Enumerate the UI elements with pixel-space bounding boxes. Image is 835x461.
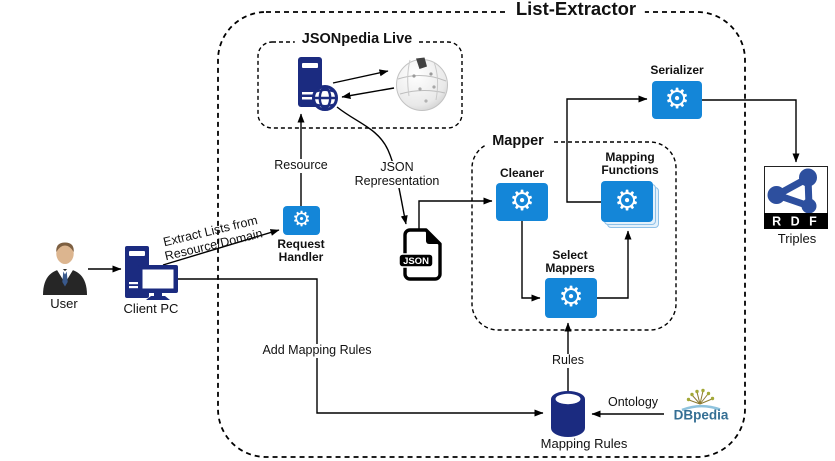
mapper-title: Mapper bbox=[485, 134, 551, 149]
user-label: User bbox=[50, 296, 78, 311]
edge-mapping-functions-to-serializer bbox=[566, 95, 648, 203]
mapping-functions-line2: Functions bbox=[601, 163, 659, 177]
user-icon bbox=[43, 242, 87, 295]
dbpedia-logo: DBpedia bbox=[674, 388, 729, 423]
list-extractor-boundary bbox=[217, 11, 746, 458]
page-title: List-Extractor bbox=[506, 0, 646, 17]
dbpedia-label: DBpedia bbox=[674, 408, 729, 423]
jsonpedia-server-icon bbox=[298, 57, 338, 111]
edge-json-to-cleaner bbox=[418, 197, 493, 231]
serializer-label: Serializer bbox=[650, 63, 704, 77]
serializer-node: ⚙ bbox=[652, 81, 702, 119]
client-pc-icon bbox=[125, 246, 178, 300]
edge-wikipedia-to-server bbox=[341, 87, 395, 99]
cleaner-node: ⚙ bbox=[496, 183, 548, 221]
mapper-boundary bbox=[471, 141, 677, 331]
json-representation-label: JSON Representation bbox=[351, 160, 443, 188]
mapping-functions-line1: Mapping bbox=[605, 150, 655, 164]
json-representation-line2: Representation bbox=[354, 173, 440, 188]
rules-label: Rules bbox=[549, 353, 587, 368]
edge-json-representation bbox=[336, 106, 408, 225]
rdf-letters: R D F bbox=[772, 215, 820, 229]
ontology-label: Ontology bbox=[607, 395, 659, 409]
edge-server-to-wikipedia bbox=[332, 69, 389, 84]
gear-icon: ⚙ bbox=[614, 183, 640, 217]
select-mappers-label: Select Mappers bbox=[545, 249, 594, 275]
edge-select-mappers-to-mapping-functions bbox=[597, 230, 632, 299]
dbpedia-sparkler bbox=[688, 390, 713, 405]
client-pc-label: Client PC bbox=[123, 301, 179, 316]
triples-label: Triples bbox=[777, 231, 817, 246]
request-handler-node: ⚙ bbox=[283, 206, 320, 235]
mapping-rules-db-icon bbox=[551, 391, 585, 437]
edge-extract-lists bbox=[162, 229, 280, 266]
edge-serializer-to-rdf bbox=[702, 99, 800, 163]
mapping-functions-box: ⚙ bbox=[601, 181, 653, 222]
wikipedia-globe-icon bbox=[396, 57, 448, 111]
select-mappers-node: ⚙ bbox=[545, 278, 597, 318]
gear-icon: ⚙ bbox=[558, 280, 584, 313]
gear-icon: ⚙ bbox=[292, 207, 311, 231]
request-handler-label: Request Handler bbox=[277, 238, 324, 264]
dbpedia-sparkler-dots bbox=[686, 388, 715, 402]
mapping-functions-label: Mapping Functions bbox=[601, 151, 658, 177]
mapping-functions-node: ⚙ bbox=[601, 181, 659, 228]
request-handler-line1: Request bbox=[277, 237, 325, 251]
gear-icon: ⚙ bbox=[664, 82, 690, 115]
cleaner-label: Cleaner bbox=[499, 166, 545, 180]
select-mappers-line2: Mappers bbox=[545, 261, 595, 275]
json-representation-line1: JSON bbox=[380, 160, 414, 174]
add-mapping-rules-label: Add Mapping Rules bbox=[259, 343, 375, 358]
request-handler-line2: Handler bbox=[278, 250, 324, 264]
edge-cleaner-to-select-mappers bbox=[521, 221, 541, 302]
json-file-label: JSON bbox=[403, 256, 429, 267]
jsonpedia-live-title: JSONpedia Live bbox=[294, 32, 420, 47]
gear-icon: ⚙ bbox=[509, 184, 535, 217]
resource-label: Resource bbox=[271, 158, 331, 173]
mapping-rules-label: Mapping Rules bbox=[540, 436, 628, 451]
json-file-icon: JSON bbox=[398, 228, 442, 281]
rdf-icon: R D F bbox=[764, 166, 828, 229]
select-mappers-line1: Select bbox=[552, 248, 588, 262]
